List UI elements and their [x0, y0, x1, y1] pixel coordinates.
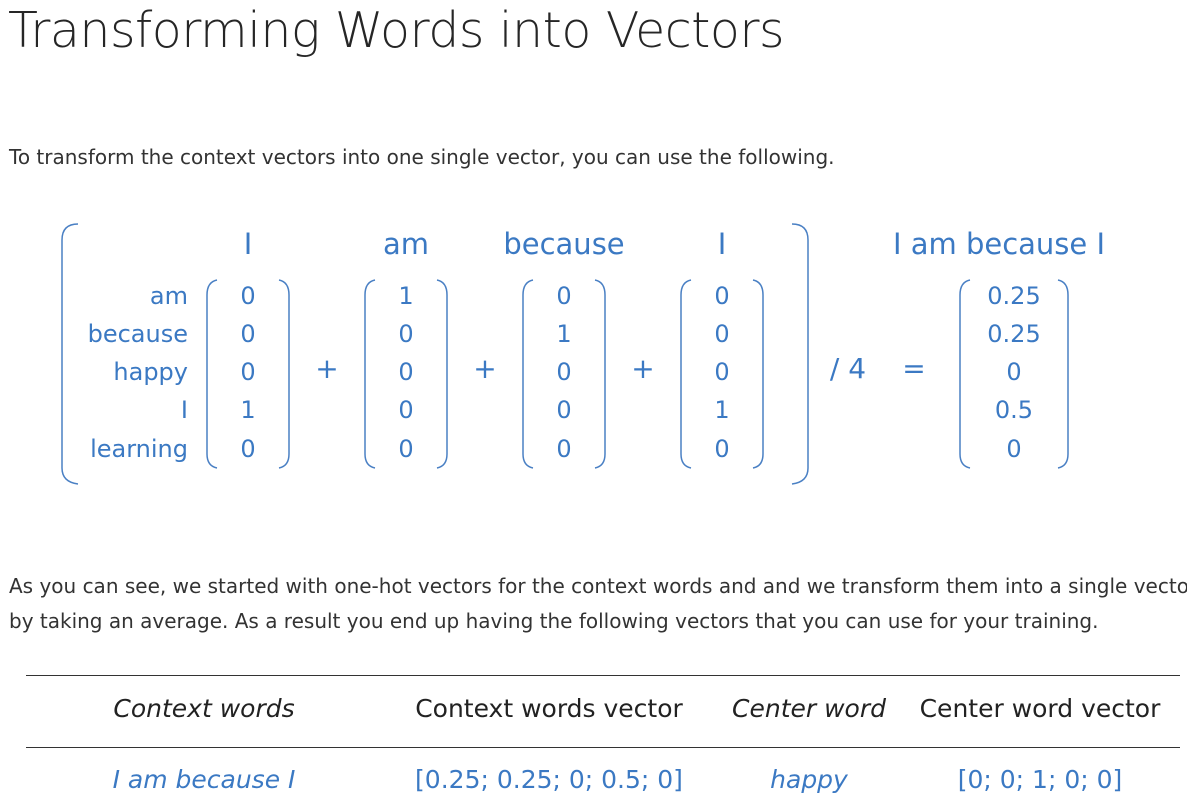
- result-value: 0: [1006, 358, 1021, 386]
- table-header-cell: Center word: [732, 694, 886, 723]
- vector-3-value: 0: [556, 358, 571, 386]
- vector-4-value: 1: [714, 396, 729, 424]
- result-header: I am because I: [893, 227, 1105, 261]
- result-value: 0: [1006, 435, 1021, 463]
- vector-3-right-paren: [594, 279, 606, 469]
- row-label: I: [181, 396, 188, 424]
- vector-header-2: am: [383, 227, 429, 261]
- result-value: 0.5: [995, 396, 1033, 424]
- table-cell: happy: [770, 765, 848, 794]
- intro-text: To transform the context vectors into on…: [9, 145, 835, 169]
- table-cell: [0.25; 0.25; 0; 0.5; 0]: [415, 765, 683, 794]
- row-label: because: [88, 320, 188, 348]
- vector-header-3: because: [503, 227, 624, 261]
- vector-1-value: 0: [240, 358, 255, 386]
- vector-1-value: 1: [240, 396, 255, 424]
- big-left-bracket: [61, 223, 79, 485]
- vector-average-diagram: I am because I I am because I am because…: [61, 223, 1105, 485]
- table-top-rule: [26, 675, 1180, 676]
- table-cell: I am because I: [112, 765, 296, 794]
- big-right-bracket: [791, 223, 809, 485]
- vector-2-left-paren: [364, 279, 376, 469]
- vector-1-right-paren: [278, 279, 290, 469]
- explanation-line-2: by taking an average. As a result you en…: [9, 609, 1099, 633]
- vector-header-1: I: [244, 227, 253, 261]
- divide-operator: / 4: [830, 352, 866, 385]
- table-header-rule: [26, 747, 1180, 748]
- vector-3-value: 1: [556, 320, 571, 348]
- table-header-cell: Context words vector: [415, 694, 683, 723]
- result-left-paren: [959, 279, 971, 469]
- plus-operator: +: [473, 352, 496, 385]
- plus-operator: +: [315, 352, 338, 385]
- vector-header-4: I: [718, 227, 727, 261]
- table-header-cell: Context words: [113, 694, 295, 723]
- vector-2-value: 0: [398, 320, 413, 348]
- vector-4-right-paren: [752, 279, 764, 469]
- vector-4-left-paren: [680, 279, 692, 469]
- vector-1-value: 0: [240, 320, 255, 348]
- vector-1-value: 0: [240, 435, 255, 463]
- vector-2-right-paren: [436, 279, 448, 469]
- explanation-line-1: As you can see, we started with one-hot …: [9, 574, 1187, 598]
- page-title: Transforming Words into Vectors: [8, 2, 785, 59]
- vector-3-value: 0: [556, 396, 571, 424]
- vector-1-left-paren: [206, 279, 218, 469]
- vector-3-value: 0: [556, 282, 571, 310]
- vector-4-value: 0: [714, 358, 729, 386]
- row-label: am: [150, 282, 188, 310]
- plus-operator: +: [631, 352, 654, 385]
- vector-3-value: 0: [556, 435, 571, 463]
- vector-3-left-paren: [522, 279, 534, 469]
- result-right-paren: [1057, 279, 1069, 469]
- row-label: happy: [113, 358, 188, 386]
- vector-2-value: 0: [398, 358, 413, 386]
- table-cell: [0; 0; 1; 0; 0]: [957, 765, 1123, 794]
- vector-1-value: 0: [240, 282, 255, 310]
- result-value: 0.25: [987, 320, 1040, 348]
- vector-4-value: 0: [714, 435, 729, 463]
- vector-2-value: 0: [398, 396, 413, 424]
- row-label: learning: [90, 435, 188, 463]
- vector-4-value: 0: [714, 320, 729, 348]
- equals-operator: =: [902, 352, 925, 385]
- vector-2-value: 0: [398, 435, 413, 463]
- table-header-cell: Center word vector: [919, 694, 1161, 723]
- vector-2-value: 1: [398, 282, 413, 310]
- result-value: 0.25: [987, 282, 1040, 310]
- vector-4-value: 0: [714, 282, 729, 310]
